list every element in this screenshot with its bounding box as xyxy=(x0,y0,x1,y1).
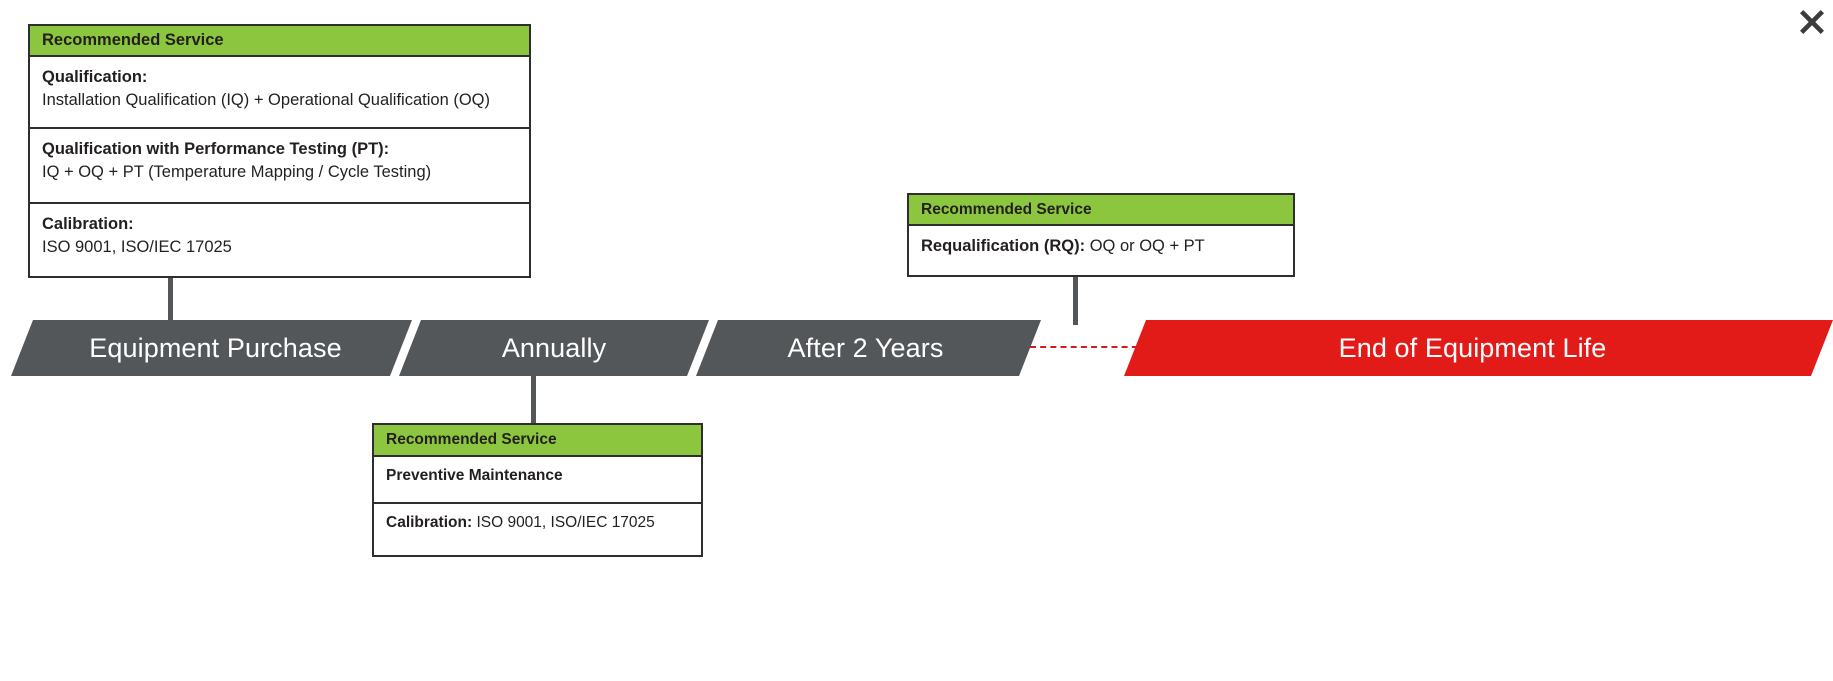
row-title: Calibration: xyxy=(42,215,134,233)
timeline-stage-label: Annually xyxy=(501,332,607,363)
card-preventive-row-calibration: Calibration: ISO 9001, ISO/IEC 17025 xyxy=(374,504,701,557)
close-button[interactable] xyxy=(1790,0,1833,44)
timeline-track: Equipment Purchase Annually After 2 Year… xyxy=(0,320,1833,376)
row-text: OQ or OQ + PT xyxy=(1089,237,1205,255)
card-preventive-header: Recommended Service xyxy=(374,425,701,457)
timeline-stage-label: After 2 Years xyxy=(787,332,944,363)
timeline-stage-end-of-equipment-life[interactable]: End of Equipment Life xyxy=(1124,320,1833,376)
card-requalification-header-label: Recommended Service xyxy=(921,200,1092,218)
card-preventive-row-maintenance: Preventive Maintenance xyxy=(374,457,701,504)
card-purchase-header: Recommended Service xyxy=(30,26,529,57)
card-purchase-header-label: Recommended Service xyxy=(42,31,224,49)
row-text: Installation Qualification (IQ) + Operat… xyxy=(42,90,490,109)
row-text: IQ + OQ + PT (Temperature Mapping / Cycl… xyxy=(42,162,432,181)
card-preventive-maintenance: Recommended Service Preventive Maintenan… xyxy=(372,423,703,557)
card-purchase-row-calibration: Calibration: ISO 9001, ISO/IEC 17025 xyxy=(30,204,529,276)
row-title: Qualification: xyxy=(42,68,148,86)
row-text: ISO 9001, ISO/IEC 17025 xyxy=(476,514,655,531)
connector-requalification-to-stage xyxy=(1073,276,1078,325)
card-preventive-header-label: Recommended Service xyxy=(386,431,557,448)
row-title: Requalification (RQ): xyxy=(921,237,1086,255)
timeline-stage-equipment-purchase[interactable]: Equipment Purchase xyxy=(11,320,412,376)
card-requalification-header: Recommended Service xyxy=(909,195,1293,226)
row-text: ISO 9001, ISO/IEC 17025 xyxy=(42,237,232,256)
card-purchase: Recommended Service Qualification: Insta… xyxy=(28,24,531,278)
timeline-stage-after-2-years[interactable]: After 2 Years xyxy=(696,320,1041,376)
card-purchase-row-qualification-pt: Qualification with Performance Testing (… xyxy=(30,129,529,204)
connector-stage-to-preventive xyxy=(531,375,536,425)
close-x-icon xyxy=(1795,5,1829,39)
card-requalification: Recommended Service Requalification (RQ)… xyxy=(907,193,1295,277)
row-title: Preventive Maintenance xyxy=(386,467,563,484)
card-requalification-row: Requalification (RQ): OQ or OQ + PT xyxy=(909,226,1293,275)
timeline-stage-label: End of Equipment Life xyxy=(1338,332,1607,363)
timeline-stage-label: Equipment Purchase xyxy=(89,332,342,363)
timeline-stage-annually[interactable]: Annually xyxy=(399,320,709,376)
row-title: Calibration: xyxy=(386,514,473,531)
connector-purchase-to-stage xyxy=(168,277,173,325)
card-purchase-row-qualification: Qualification: Installation Qualificatio… xyxy=(30,57,529,129)
connector-dash-dot-end-of-life xyxy=(1030,346,1148,348)
row-title: Qualification with Performance Testing (… xyxy=(42,140,390,158)
